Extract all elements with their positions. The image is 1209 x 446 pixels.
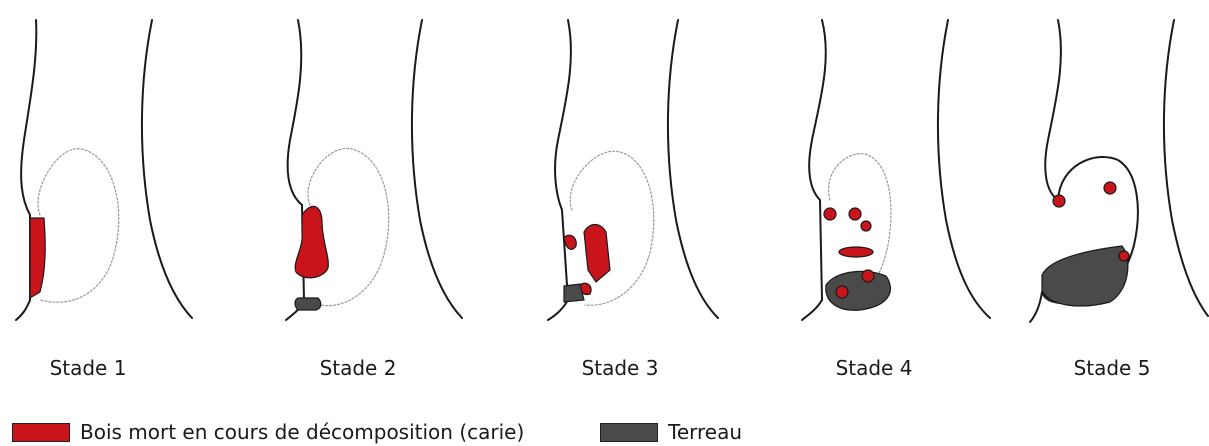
terreau-region-2 (295, 298, 321, 310)
legend-label-carie: Bois mort en cours de décomposition (car… (80, 420, 524, 444)
legend-item-terreau: Terreau (600, 418, 742, 446)
stage-5-tree (1030, 20, 1208, 322)
stage-3-tree (548, 20, 718, 320)
terreau-region-5 (1042, 246, 1128, 306)
carie-region-2 (295, 206, 328, 277)
stage-1-tree (16, 20, 192, 320)
legend-swatch-carie (12, 423, 70, 442)
terreau-region-3 (564, 284, 584, 302)
stage-2-tree (286, 20, 462, 320)
carie-region-3 (564, 225, 610, 295)
stage-4-tree (802, 20, 990, 320)
stage-label-2: Stade 2 (278, 356, 438, 380)
legend-label-terreau: Terreau (668, 420, 742, 444)
legend-swatch-terreau (600, 423, 658, 442)
stage-label-3: Stade 3 (540, 356, 700, 380)
carie-region-1 (30, 218, 45, 298)
stage-label-1: Stade 1 (8, 356, 168, 380)
stage-label-5: Stade 5 (1032, 356, 1192, 380)
legend-item-carie: Bois mort en cours de décomposition (car… (12, 418, 524, 446)
stage-label-4: Stade 4 (794, 356, 954, 380)
